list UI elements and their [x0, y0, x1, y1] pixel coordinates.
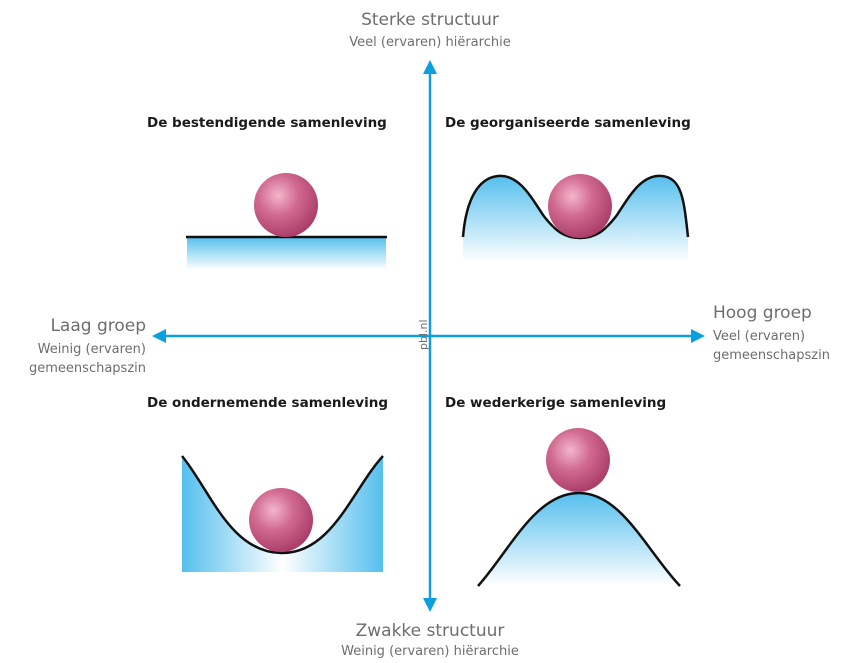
left-axis-title: Laag groep [50, 316, 146, 336]
bottom-axis-title: Zwakke structuur [355, 621, 505, 641]
quadrant-title-bottom-left: De ondernemende samenleving [147, 395, 389, 411]
quadrant-title-top-left: De bestendigende samenleving [147, 115, 387, 131]
right-axis-subtitle-line2: gemeenschapszin [713, 348, 830, 363]
ball [548, 174, 612, 238]
right-axis-title: Hoog groep [713, 303, 812, 323]
quadrant-title-top-right: De georganiseerde samenleving [445, 115, 691, 131]
ball [249, 488, 313, 552]
ball [546, 428, 610, 492]
arrow-up-icon [423, 60, 437, 74]
right-axis-subtitle-line1: Veel (ervaren) [713, 329, 806, 344]
quadrant-title-bottom-right: De wederkerige samenleving [445, 395, 667, 411]
arrow-right-icon [691, 329, 705, 343]
hill-landscape-illustration [477, 428, 681, 587]
double-hill-landscape-illustration [461, 174, 690, 262]
horizontal-axis [152, 329, 705, 343]
bottom-axis-subtitle: Weinig (ervaren) hiërarchie [341, 644, 519, 659]
ball [254, 173, 318, 237]
top-axis-title: Sterke structuur [361, 10, 499, 30]
arrow-left-icon [152, 329, 166, 343]
valley-landscape-illustration [181, 455, 384, 572]
left-axis-subtitle-line1: Weinig (ervaren) [37, 342, 146, 357]
left-axis-subtitle-line2: gemeenschapszin [29, 361, 146, 376]
source-credit: pbl.nl [417, 319, 430, 350]
flat-landscape-illustration [186, 173, 387, 270]
arrow-down-icon [423, 598, 437, 612]
top-axis-subtitle: Veel (ervaren) hiërarchie [349, 35, 511, 50]
